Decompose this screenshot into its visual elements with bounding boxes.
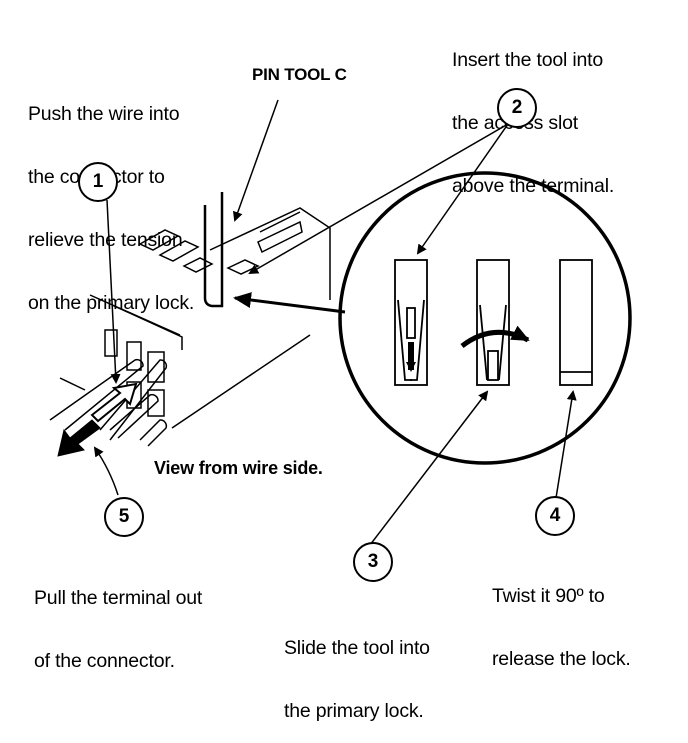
pin-tool-label: PIN TOOL C [252,65,347,84]
step-1-instruction: Push the wire into the connector to reli… [28,62,194,335]
step-1-line: relieve the tension [28,229,183,251]
magnified-view-circle [338,171,632,465]
step-1-line: Push the wire into [28,103,180,125]
leader-lines [93,99,577,546]
step-5-instruction: Pull the terminal out of the connector. [34,546,202,693]
twist-arrow [460,325,530,349]
step-4-line: release the lock. [492,648,631,670]
callout-1: 1 [78,162,118,202]
step-4-instruction: Twist it 90º to release the lock. [492,544,631,691]
connector-body [89,207,331,429]
callout-3: 3 [353,542,393,582]
terminal-view-3 [559,259,593,386]
step-4-line: Twist it 90º to [492,585,605,607]
callout-4: 4 [535,496,575,536]
step-3-line: Slide the tool into [284,637,430,659]
step-2-line: above the terminal. [452,175,615,197]
pull-arrow [57,419,101,457]
terminal-view-1 [394,259,428,386]
wires [49,358,168,447]
step-3-line: the primary lock. [284,700,424,722]
terminal-view-2 [476,259,510,386]
callout-5: 5 [104,497,144,537]
pin-tool [203,192,224,308]
step-1-line: on the primary lock. [28,292,195,314]
magnify-pointer-arrow [233,292,346,314]
push-arrow [90,382,138,423]
view-caption: View from wire side. [154,458,323,478]
step-3-instruction: Slide the tool into the primary lock. [284,596,430,743]
step-5-line: Pull the terminal out [34,587,203,609]
callout-2: 2 [497,88,537,128]
step-5-line: of the connector. [34,650,175,672]
connector-illustration [49,99,632,546]
step-2-line: Insert the tool into [452,49,604,71]
